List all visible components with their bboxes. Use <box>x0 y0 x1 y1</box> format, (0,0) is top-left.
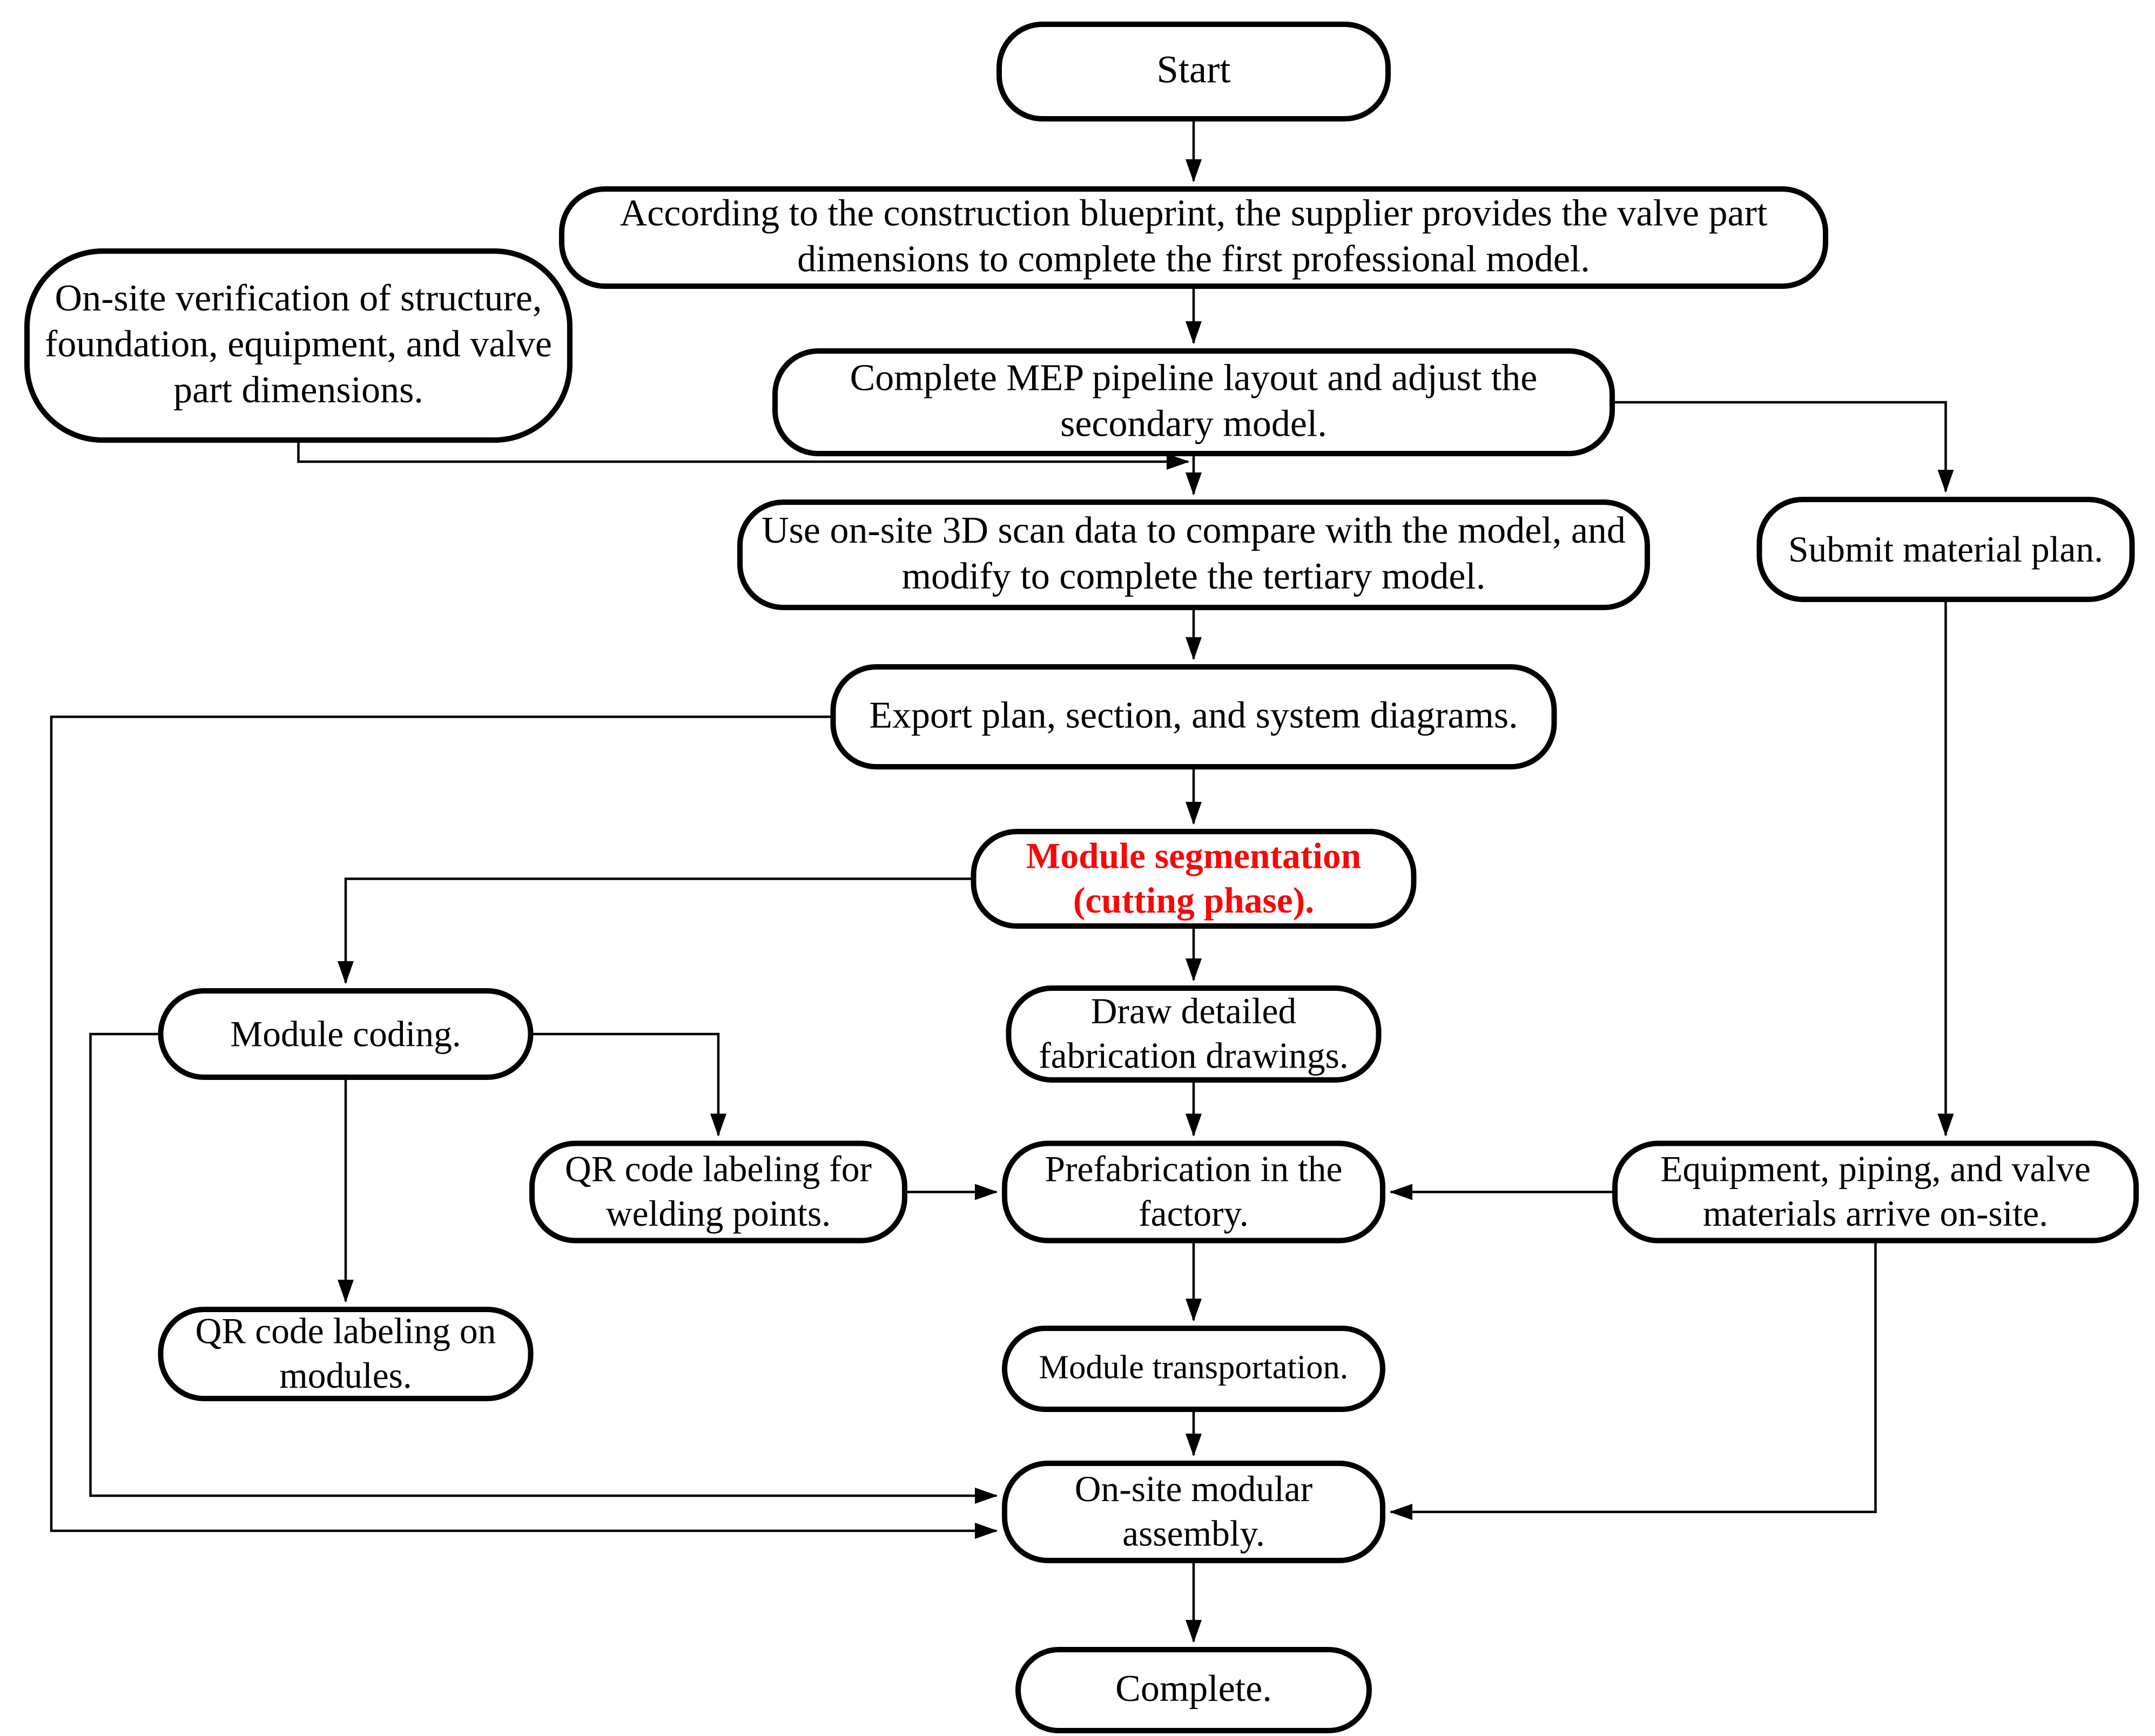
edge-verification-merge <box>297 443 1190 470</box>
node-qr-modules: QR code labeling on modules. <box>158 1307 534 1401</box>
node-export-diagrams: Export plan, section, and system diagram… <box>830 664 1557 769</box>
node-start: Start <box>996 22 1391 121</box>
node-mep-layout: Complete MEP pipeline layout and adjust … <box>772 348 1615 456</box>
node-module-coding: Module coding. <box>158 988 534 1080</box>
node-blueprint-model: According to the construction blueprint,… <box>559 186 1828 289</box>
edge-export-assembly <box>50 715 998 1539</box>
node-complete: Complete. <box>1015 1647 1372 1733</box>
node-submit-material-plan: Submit material plan. <box>1756 497 2135 602</box>
edge-mep-submit <box>1615 401 1954 493</box>
node-onsite-verification: On-site verification of structure, found… <box>24 248 573 443</box>
node-scan-compare: Use on-site 3D scan data to compare with… <box>737 499 1650 610</box>
node-module-transportation: Module transportation. <box>1002 1326 1385 1412</box>
edge-coding-assembly <box>89 1032 998 1504</box>
node-module-segmentation: Module segmentation (cutting phase). <box>971 829 1417 929</box>
node-prefabrication: Prefabrication in the factory. <box>1002 1140 1385 1244</box>
node-equipment-arrival: Equipment, piping, and valve materials a… <box>1612 1140 2139 1244</box>
node-fabrication-drawings: Draw detailed fabrication drawings. <box>1006 985 1382 1083</box>
node-qr-welding-points: QR code labeling for welding points. <box>529 1140 907 1244</box>
edge-coding-qrwelding <box>533 1032 726 1137</box>
node-onsite-assembly: On-site modular assembly. <box>1002 1461 1385 1563</box>
edge-segmentation-coding <box>338 877 971 984</box>
edge-equipment-assembly <box>1389 1243 1877 1520</box>
